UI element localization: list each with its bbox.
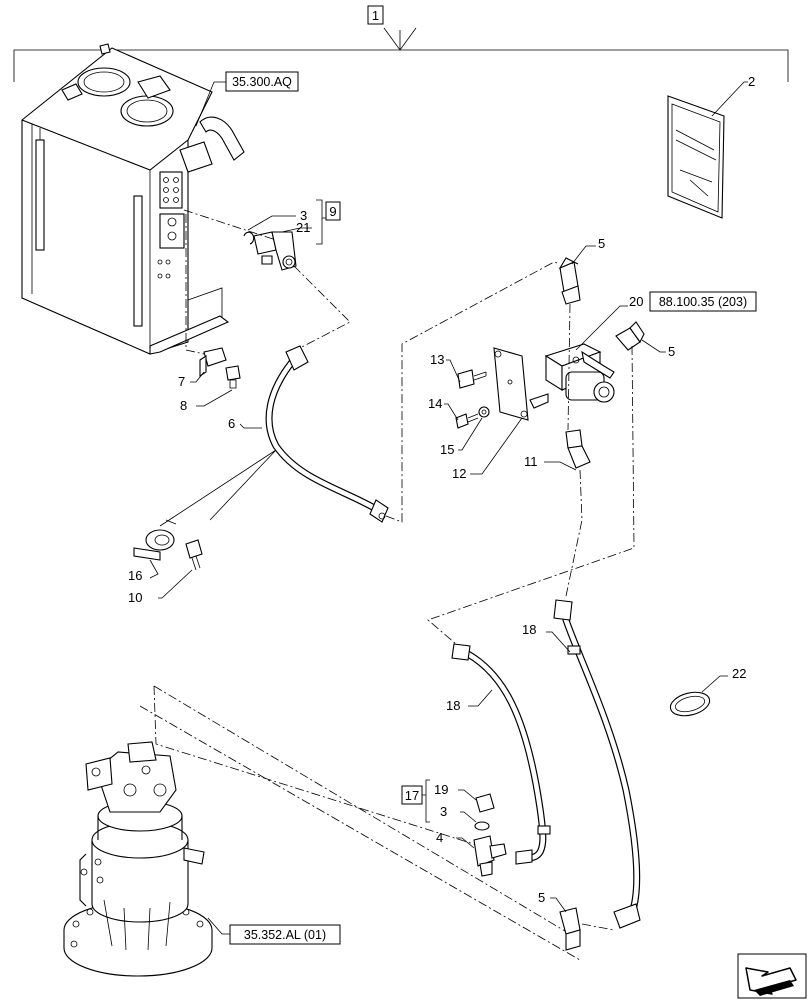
svg-text:88.100.35 (203): 88.100.35 (203) [659, 295, 747, 309]
svg-text:3: 3 [440, 804, 447, 819]
svg-text:9: 9 [329, 204, 336, 219]
plug-item-19: 19 [434, 782, 495, 813]
o-ring-item-3 [243, 231, 255, 245]
swing-motor [63, 741, 213, 977]
elbow-fitting-item-21 [253, 231, 297, 271]
svg-text:18: 18 [522, 622, 536, 637]
hose-item-6: 6 [228, 345, 389, 523]
hose-item-18-left: 18 [446, 643, 551, 865]
tee-fitting-item-4: 4 [436, 830, 507, 877]
svg-text:8: 8 [180, 398, 187, 413]
ref-box-tank[interactable]: 35.300.AQ [195, 71, 299, 127]
elbow-fitting-item-11: 11 [524, 429, 591, 471]
washer-item-15: 15 [440, 406, 490, 457]
svg-text:15: 15 [440, 442, 454, 457]
kit-17-bracket: 17 [401, 779, 430, 823]
svg-text:7: 7 [178, 374, 185, 389]
hydraulic-tank [21, 43, 245, 355]
ref-box-valve[interactable]: 88.100.35 (203) [649, 291, 757, 312]
svg-text:17: 17 [405, 788, 419, 803]
svg-text:4: 4 [436, 830, 443, 845]
svg-text:6: 6 [228, 416, 235, 431]
svg-text:13: 13 [430, 352, 444, 367]
clamp-item-7: 7 [178, 347, 227, 389]
elbow-fitting-item-5-lower: 5 [538, 890, 581, 951]
svg-text:3: 3 [300, 208, 307, 223]
svg-text:10: 10 [128, 590, 142, 605]
seal-ring-item-22: 22 [669, 666, 746, 717]
assembly-bracket: 1 [13, 5, 789, 82]
clamp-leader-lines [159, 449, 277, 527]
bolt-item-10: 10 [128, 539, 203, 605]
elbow-fitting-item-5-right: 5 [615, 321, 675, 359]
o-ring-item-3-lower: 3 [440, 804, 490, 831]
callout-12: 12 [452, 417, 523, 481]
svg-text:35.300.AQ: 35.300.AQ [232, 75, 292, 89]
routing-lines [139, 209, 635, 961]
callout-20: 20 [575, 294, 643, 351]
callout-1: 1 [372, 8, 379, 23]
instruction-manual-item-2: 2 [667, 74, 755, 219]
elbow-fitting-item-5-upper: 5 [558, 236, 605, 305]
bolt-item-14: 14 [428, 396, 479, 429]
bolt-item-8: 8 [180, 365, 241, 413]
bolt-item-13: 13 [430, 352, 487, 389]
solenoid-valve-item-20 [544, 343, 615, 403]
kit-9-bracket: 3 21 9 [247, 199, 341, 245]
svg-text:35.352.AL (01): 35.352.AL (01) [244, 928, 326, 942]
svg-text:21: 21 [296, 220, 310, 235]
hose-item-18-right: 18 [522, 599, 641, 929]
svg-text:5: 5 [598, 236, 605, 251]
svg-text:5: 5 [538, 890, 545, 905]
mounting-plate-item-12 [493, 347, 549, 421]
svg-text:5: 5 [668, 344, 675, 359]
svg-text:22: 22 [732, 666, 746, 681]
svg-text:18: 18 [446, 698, 460, 713]
svg-text:14: 14 [428, 396, 442, 411]
clamp-item-16: 16 [128, 529, 175, 583]
svg-text:2: 2 [748, 74, 755, 89]
next-page-arrow-icon[interactable] [737, 953, 807, 999]
svg-text:19: 19 [434, 782, 448, 797]
svg-text:11: 11 [524, 454, 538, 469]
svg-text:16: 16 [128, 568, 142, 583]
svg-text:20: 20 [629, 294, 643, 309]
svg-text:12: 12 [452, 466, 466, 481]
ref-box-motor[interactable]: 35.352.AL (01) [207, 917, 341, 945]
